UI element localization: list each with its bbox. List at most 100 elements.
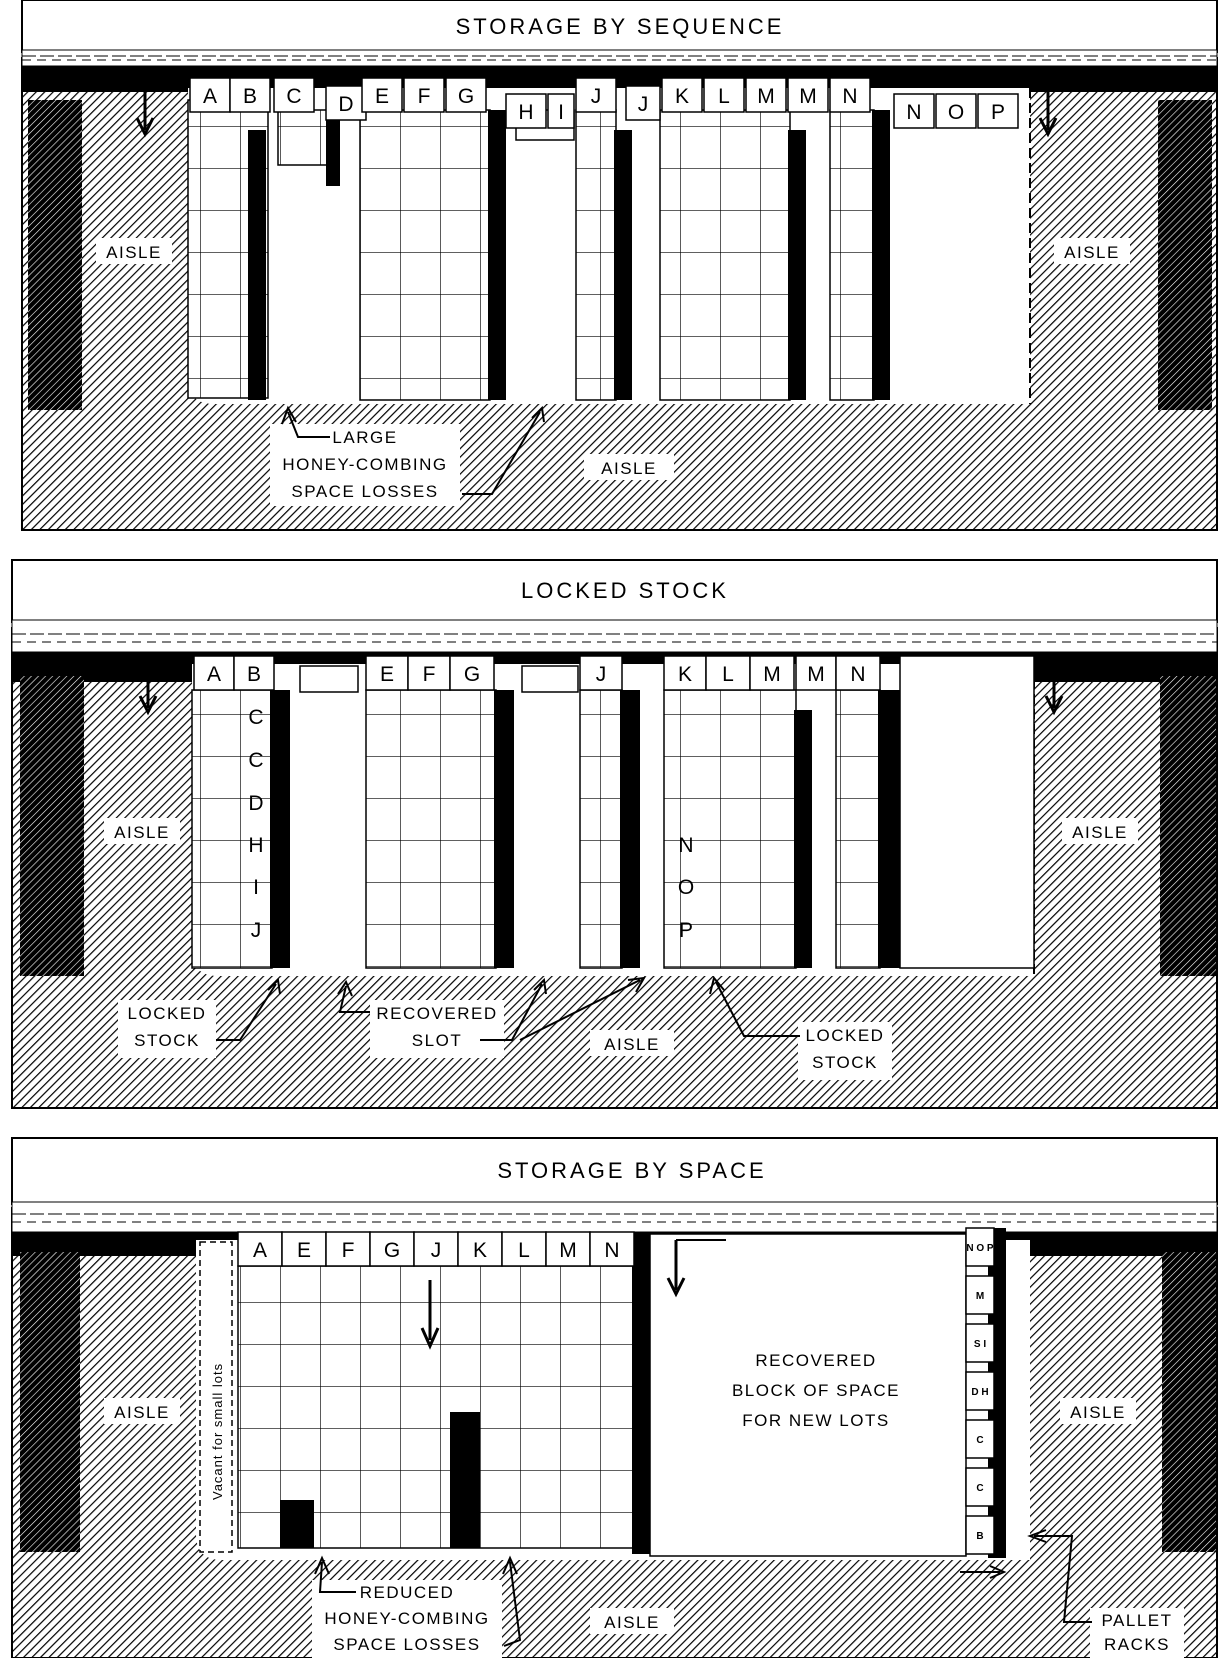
panel-title: STORAGE BY SEQUENCE [456,14,785,39]
bay-label: I [548,94,574,128]
bay-label: M [546,1232,590,1266]
pallet-rack-slot: B [966,1516,994,1554]
svg-text:K: K [678,663,692,686]
svg-text:C: C [976,1483,983,1494]
svg-text:J: J [591,85,602,108]
right-wall [1160,676,1216,976]
bay-label: E [362,78,402,112]
bay-label: A [194,656,234,690]
svg-text:C: C [286,85,301,108]
bay-label: J [576,78,616,112]
recovered-slot-line: RECOVERED [376,1004,497,1023]
bay-labels: A E F G J K L M N [238,1232,634,1266]
bay-label: O [936,94,976,128]
callout-line: HONEY-COMBING [324,1609,489,1628]
pallet-rack-slot: S I [966,1324,994,1362]
svg-text:E: E [375,85,389,108]
pallet-rack-slot: C [966,1468,994,1506]
shelf-ledge [12,620,1217,652]
bay-label: B [234,656,274,690]
rack-n [830,110,874,400]
bay-label: N [830,78,870,112]
bay-label: P [978,94,1018,128]
stacked-lot-label: I [253,876,259,899]
bay-label: L [502,1232,546,1266]
rack-efg [366,690,496,968]
svg-text:J: J [638,93,649,116]
rack-j [580,690,622,968]
aisle-left-label: AISLE [114,1403,170,1422]
bay-label: G [446,78,486,112]
recovered-slot-line: SLOT [412,1031,462,1050]
bay-label: L [706,656,750,690]
svg-text:L: L [722,663,734,686]
callout-line: LARGE [332,428,397,447]
bay-label: K [664,656,706,690]
bay-label: M [750,656,794,690]
pallet-rack-slot: N O P [966,1228,994,1266]
vacant-note: Vacant for small lots [210,1363,225,1500]
bay-label: B [230,78,270,112]
recovered-slot [522,666,578,692]
right-wall [1158,100,1212,410]
svg-text:G: G [458,85,474,108]
svg-text:N: N [842,85,857,108]
svg-text:B: B [247,663,261,686]
svg-text:G: G [384,1239,400,1262]
svg-text:E: E [380,663,394,686]
rack-efg [360,110,490,400]
pallet-rack-slot: D H [966,1372,994,1410]
svg-text:N O P: N O P [966,1243,994,1254]
svg-text:N: N [906,101,921,124]
bay-label: D [326,86,366,120]
bay-label: E [282,1232,326,1266]
pallet-racks-line: RACKS [1104,1635,1170,1654]
vacant-block [900,656,1034,968]
right-wall [1162,1252,1216,1552]
bay-label: F [404,78,444,112]
bay-label: H [506,94,546,128]
svg-text:F: F [342,1239,355,1262]
stacked-lot-label: C [248,749,263,772]
svg-text:C: C [976,1435,983,1446]
callout-line: SPACE LOSSES [291,482,438,501]
pallet-rack-slot: C [966,1420,994,1458]
rack-c [278,110,328,165]
svg-text:L: L [518,1239,530,1262]
bay-label: M [788,78,828,112]
column-k-stack: N O P [678,834,694,942]
panel-storage-by-sequence: A B C D E F G H I J J K L M M N N O P ST… [22,0,1217,530]
svg-text:I: I [558,101,564,124]
locked-stock-right-line: LOCKED [806,1026,885,1045]
bay-label: L [704,78,744,112]
recovered-block-line: RECOVERED [755,1351,876,1370]
stacked-lot-label: C [248,706,263,729]
svg-text:M: M [799,85,817,108]
svg-text:P: P [991,101,1005,124]
bay-label: G [450,656,494,690]
bay-label: A [190,78,230,112]
callout-line: HONEY-COMBING [282,455,447,474]
left-wall [28,100,82,410]
svg-text:K: K [675,85,689,108]
stacked-lot-label: O [678,876,694,899]
svg-text:A: A [207,663,221,686]
bay-label: N [836,656,880,690]
aisle-left-label: AISLE [114,823,170,842]
svg-text:H: H [518,101,533,124]
svg-text:B: B [976,1531,983,1542]
locked-stock-left-line: STOCK [134,1031,200,1050]
pallet-rack-slot: M [966,1276,994,1314]
svg-text:F: F [418,85,431,108]
bay-label: M [796,656,836,690]
rack-n [836,690,880,968]
recovered-block-line: BLOCK OF SPACE [732,1381,900,1400]
bay-label: M [746,78,786,112]
left-wall [20,1252,80,1552]
locked-stock-left-line: LOCKED [128,1004,207,1023]
stacked-lot-label: H [248,834,263,857]
svg-text:B: B [243,85,257,108]
recovered-slot [300,666,358,692]
bay-label: N [894,94,934,128]
